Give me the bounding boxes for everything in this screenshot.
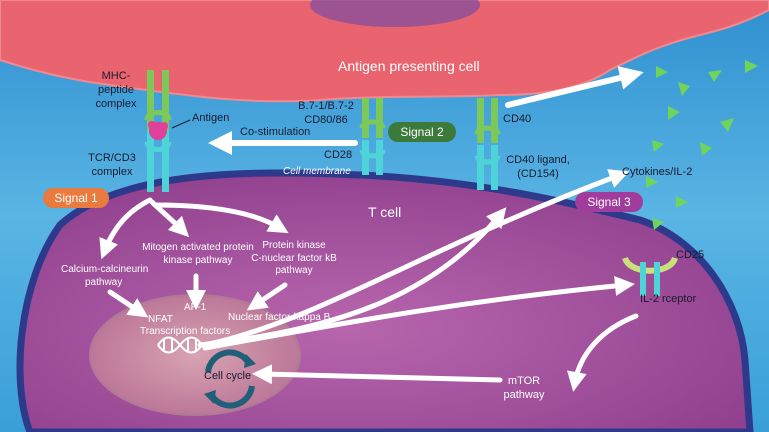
mhc-label-line: complex bbox=[95, 97, 137, 110]
mtor-label-line: pathway bbox=[503, 388, 545, 401]
pkc-pathway-label: Protein kinase C-nuclear factor kB pathw… bbox=[248, 240, 340, 278]
signal1-calcium-arrow bbox=[99, 197, 153, 260]
pkc-label-line: C-nuclear factor kB bbox=[251, 252, 337, 264]
b7-cd28-receptor bbox=[359, 98, 386, 175]
b7-label-line: B.7-1/B.7-2 bbox=[298, 100, 354, 112]
mtor-label-line: mTOR bbox=[507, 375, 541, 387]
il2-receptor-label: IL-2 rceptor bbox=[640, 293, 697, 305]
signal-2-badge: Signal 2 bbox=[388, 122, 456, 142]
mtor-label: mTOR pathway bbox=[500, 375, 548, 403]
t-cell-label: T cell bbox=[368, 204, 402, 220]
cd40-ligand-label: CD40 ligand, (CD154) bbox=[500, 154, 576, 182]
co-stimulation-label: Co-stimulation bbox=[240, 126, 311, 138]
antigen-label: Antigen bbox=[192, 112, 230, 124]
nfat-label: NFAT bbox=[148, 314, 173, 325]
calcium-label-line: pathway bbox=[85, 276, 123, 288]
pathway-arrows bbox=[99, 66, 644, 392]
cd40-cd40l-receptor bbox=[474, 98, 501, 190]
b7-label-line: CD80/86 bbox=[304, 113, 348, 126]
mhc-label-line: MHC- bbox=[101, 70, 131, 82]
signal-1-badge: Signal 1 bbox=[43, 188, 109, 208]
apc-label: Antigen presenting cell bbox=[338, 58, 480, 74]
cell-cycle-label: Cell cycle bbox=[204, 370, 252, 382]
cd40-label: CD40 bbox=[503, 113, 532, 125]
calcium-label-line: Calcium-calcineurin bbox=[61, 264, 149, 275]
il2-receptor bbox=[622, 256, 678, 296]
apc-nucleus bbox=[310, 0, 480, 27]
tcr-label-line: complex bbox=[91, 165, 133, 178]
il2r-to-mtor-arrow bbox=[566, 313, 639, 392]
b7-label: B.7-1/B.7-2 CD80/86 bbox=[290, 100, 362, 128]
transcription-factors-label: Transcription factors bbox=[140, 326, 231, 337]
cytokines-label: Cytokines/IL-2 bbox=[622, 166, 693, 178]
dna-helix-icon bbox=[157, 336, 203, 354]
dna-to-il2r-arrow bbox=[202, 276, 635, 351]
signal1-pkc-arrow bbox=[152, 202, 289, 234]
cytokine-triangles bbox=[646, 60, 758, 230]
mapk-label-line: Mitogen activated protein bbox=[142, 242, 254, 253]
tcr-label-line: TCR/CD3 bbox=[88, 152, 136, 164]
ap1-label: AP-1 bbox=[184, 302, 207, 313]
nfkb-label: Nuclear factor-kappa B bbox=[228, 312, 331, 323]
mapk-label-line: kinase pathway bbox=[163, 254, 233, 266]
pkc-label-line: Protein kinase bbox=[262, 240, 326, 251]
cd40l-label-line: CD40 ligand, bbox=[506, 154, 570, 166]
cell-membrane-label: Cell membrane bbox=[283, 166, 351, 177]
pkc-label-line: pathway bbox=[275, 265, 313, 276]
pkc-nfkb-arrow bbox=[246, 282, 288, 311]
cd40-arrow bbox=[505, 66, 644, 108]
mtor-to-cell-cycle-arrow bbox=[252, 364, 503, 385]
mhc-label-line: peptide bbox=[97, 83, 135, 96]
cd25-label: CD25 bbox=[676, 249, 705, 261]
antigen-icon bbox=[148, 121, 168, 140]
antigen-pointer-line bbox=[171, 119, 191, 129]
cd40l-label-line: (CD154) bbox=[517, 167, 559, 180]
cd28-label: CD28 bbox=[324, 149, 353, 161]
tcr-label: TCR/CD3 complex bbox=[80, 152, 144, 180]
dna-to-cytokines-arrow bbox=[202, 169, 630, 348]
mhc-peptide-receptor bbox=[144, 70, 172, 192]
mhc-label: MHC- peptide complex bbox=[88, 70, 144, 111]
calcium-nfat-arrow bbox=[107, 289, 149, 318]
antigen-presenting-cell-body bbox=[0, 0, 769, 103]
signal-3-badge: Signal 3 bbox=[575, 192, 643, 212]
mapk-pathway-label: Mitogen activated protein kinase pathway bbox=[136, 242, 260, 267]
cell-cycle-icon bbox=[204, 349, 256, 409]
calcium-pathway-label: Calcium-calcineurin pathway bbox=[61, 264, 148, 289]
